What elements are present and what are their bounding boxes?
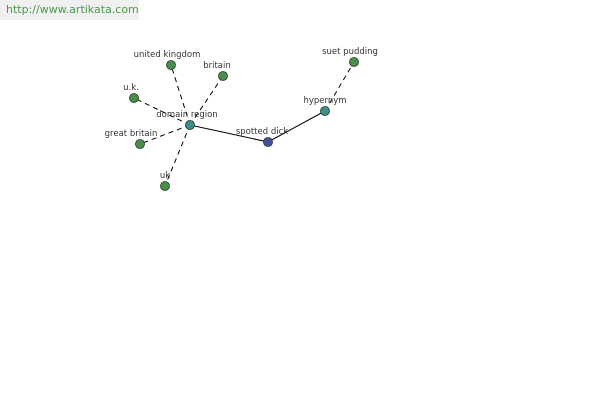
watermark-url: http://www.artikata.com xyxy=(0,0,139,20)
node-united-kingdom[interactable] xyxy=(166,60,176,70)
node-spotted-dick[interactable] xyxy=(263,137,273,147)
edge-domain-region-to-uk xyxy=(164,124,191,187)
node-label-united-kingdom: united kingdom xyxy=(134,50,201,60)
edge-spotted-dick-to-hypernym xyxy=(267,110,326,143)
graph-edges xyxy=(133,61,355,187)
node-label-spotted-dick: spotted dick xyxy=(236,127,288,137)
node-label-suet-pudding: suet pudding xyxy=(322,47,378,57)
node-label-domain-region: domain region xyxy=(156,110,217,120)
node-label-britain: britain xyxy=(203,61,231,71)
edge-hypernym-to-suet-pudding xyxy=(324,61,355,112)
node-britain[interactable] xyxy=(218,71,228,81)
node-label-great-britain: great britain xyxy=(105,129,158,139)
node-label-u-k: u.k. xyxy=(123,83,139,93)
edge-domain-region-to-britain xyxy=(189,75,224,126)
node-u-k[interactable] xyxy=(129,93,139,103)
graph-nodes xyxy=(129,57,359,191)
node-suet-pudding[interactable] xyxy=(349,57,359,67)
node-great-britain[interactable] xyxy=(135,139,145,149)
node-hypernym[interactable] xyxy=(320,106,330,116)
node-domain-region[interactable] xyxy=(185,120,195,130)
edge-domain-region-to-u-k xyxy=(133,97,191,126)
edge-domain-region-to-spotted-dick xyxy=(189,124,269,143)
node-label-uk: uk xyxy=(160,171,170,181)
edge-domain-region-to-united-kingdom xyxy=(170,64,191,126)
node-label-hypernym: hypernym xyxy=(303,96,346,106)
node-uk[interactable] xyxy=(160,181,170,191)
graph-labels: spotted dick domain region hypernym united … xyxy=(105,47,378,181)
